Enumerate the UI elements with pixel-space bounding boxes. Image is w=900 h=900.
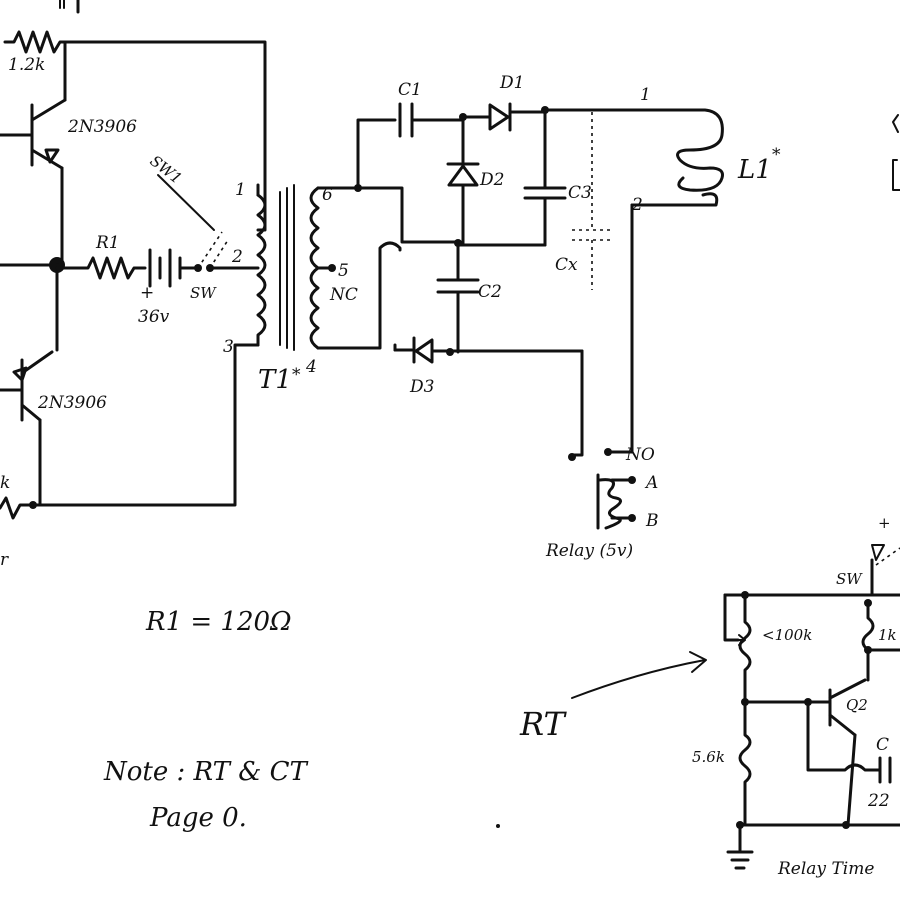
r1-label: R1 — [95, 233, 120, 253]
switch-sw1: SW1 SW — [147, 152, 229, 302]
relay-b-label: B — [645, 511, 659, 531]
diode-d1: D1 — [461, 73, 547, 132]
cx-label: Cx — [555, 255, 578, 275]
d2-label: D2 — [479, 170, 504, 190]
capacitor-cx: Cx — [555, 112, 612, 290]
timer-sw-label: SW — [836, 570, 863, 588]
r-1k-label: 1k — [878, 626, 897, 644]
stray-dot — [496, 824, 500, 828]
t1-pin6-label: 6 — [322, 185, 333, 205]
l1-pin2-label: 2 — [631, 195, 643, 215]
potentiometer-100k — [738, 593, 752, 702]
battery-plus-label: + — [140, 283, 154, 303]
l1-pin1-label: 1 — [640, 85, 651, 105]
transformer-t1: 1 3 6 5 NC T1 * 4 — [223, 180, 358, 395]
t1-nc-label: NC — [329, 285, 358, 305]
resistor-5k6 — [738, 700, 752, 827]
right-edge-fragment-1 — [892, 114, 899, 133]
resistor-1k2-label: 1.2k — [8, 55, 45, 75]
capacitor-fragment-top — [59, 0, 65, 9]
battery-label: 36v — [138, 307, 170, 327]
rt-arrowhead-icon — [689, 651, 707, 673]
t1-pin3-label: 3 — [223, 337, 234, 357]
wire-t1-bottom-crossover — [316, 241, 402, 350]
relay-timer-label: Relay Time — [777, 859, 874, 879]
l1-star: * — [772, 145, 781, 165]
d1-label: D1 — [499, 73, 524, 93]
resistor-bottom-label: k — [0, 473, 10, 493]
resistor-1k2-top — [3, 30, 76, 54]
q1-emitter-arrow-icon — [44, 148, 60, 164]
c3-label: C3 — [568, 183, 592, 203]
rt-label: RT — [519, 705, 568, 743]
pot-100k-label: <100k — [762, 626, 812, 644]
t1-star: * — [292, 365, 301, 385]
diode-d3: D3 — [393, 336, 584, 397]
wire-l1-to-no — [606, 203, 634, 454]
l1-label: L1 — [737, 155, 772, 185]
q2-left-label: 2N3906 — [37, 393, 107, 413]
r1-value-note: R1 = 120Ω — [145, 607, 292, 637]
q1-label: 2N3906 — [67, 117, 137, 137]
relay-no-label: NO — [625, 445, 655, 465]
q2-timer-label: Q2 — [846, 696, 868, 714]
timer-cap-label: C — [876, 735, 889, 755]
t1-pin5-label: 5 — [338, 261, 349, 281]
relay-a-label: A — [644, 473, 658, 493]
capacitor-c3: C3 — [456, 108, 592, 247]
q2-emitter-arrow-icon — [12, 366, 28, 382]
battery-36v: + 36v — [138, 248, 200, 327]
rt-arrow-line — [571, 659, 706, 699]
relay-no-contact — [604, 448, 612, 456]
timer-cap-wire — [806, 700, 882, 772]
c1-label: C1 — [398, 80, 422, 100]
t1-pin2-label: 2 — [231, 247, 243, 267]
pot-wiper-arrow-icon — [737, 634, 746, 646]
timer-cap-value: 22 — [867, 791, 890, 811]
t1-primary-coil — [256, 193, 267, 347]
top-resistor-group: 1.2k — [3, 0, 80, 75]
t1-label: T1 — [258, 365, 292, 395]
inductor-l1: 1 2 L1 * — [543, 85, 781, 215]
note-line-1: Note : RT & CT — [103, 757, 309, 787]
wire-d3-to-relay — [570, 349, 584, 457]
timer-switch-contact-icon — [871, 544, 885, 561]
note-line-2: Page 0. — [149, 803, 247, 833]
relay-coil: A B Relay (5v) — [545, 473, 659, 561]
capacitor-c2: C2 — [436, 243, 502, 354]
r-5k6-label: 5.6k — [692, 748, 725, 766]
relay-com-contact — [568, 453, 576, 461]
capacitor-c1: C1 — [398, 80, 465, 138]
resistor-r1 — [55, 256, 147, 280]
timer-plus-label: + — [878, 514, 891, 532]
d3-label: D3 — [409, 377, 434, 397]
transistor-q1: 2N3906 — [0, 98, 137, 170]
relay-label: Relay (5v) — [545, 541, 633, 561]
transistor-q2: 2N3906 — [0, 350, 107, 422]
wire-bottom-rail — [31, 343, 260, 507]
l1-coil — [543, 108, 724, 207]
wire-to-c2-node — [356, 186, 462, 244]
diode-d2: D2 — [446, 115, 504, 247]
wire-to-c1 — [356, 118, 397, 190]
t1-pin1-label: 1 — [235, 180, 246, 200]
resistor-bottom-fragment — [0, 496, 34, 520]
right-edge-fragment-2 — [892, 159, 900, 191]
t1-pin4-label: 4 — [305, 357, 317, 377]
sw-label: SW — [190, 284, 217, 302]
resistor-1k — [861, 601, 875, 682]
relay-timer-circuit: <100k 5.6k 1k Q2 C 22 SW + Relay Time — [692, 514, 900, 879]
c2-label: C2 — [478, 282, 502, 302]
fragment-mark: r — [0, 550, 9, 570]
